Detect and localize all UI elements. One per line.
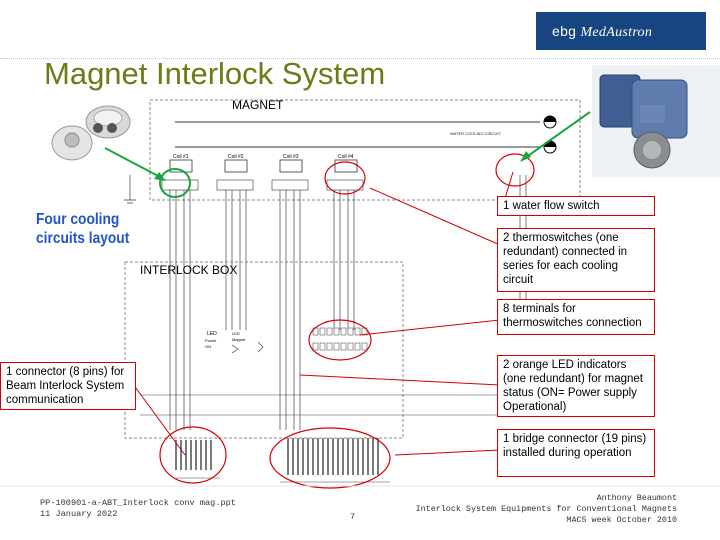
- svg-text:ON: ON: [205, 344, 211, 349]
- svg-text:WATER COOLING CIRCUIT: WATER COOLING CIRCUIT: [450, 131, 501, 136]
- company-logo: ebg MedAustron: [536, 12, 706, 50]
- callout-bridge: 1 bridge connector (19 pins) installed d…: [497, 429, 655, 477]
- footer-right: Anthony Beaumont Interlock System Equipm…: [416, 493, 677, 526]
- svg-text:Coil #4: Coil #4: [338, 154, 354, 160]
- footer-talk-title: Interlock System Equipments for Conventi…: [415, 504, 677, 514]
- svg-text:Coil #3: Coil #3: [283, 154, 299, 160]
- four-cooling-line2: circuits layout: [36, 230, 130, 247]
- flow-switch-photo: [592, 65, 720, 177]
- svg-text:Magnet: Magnet: [232, 337, 246, 342]
- slide-title: Magnet Interlock System: [44, 56, 386, 91]
- callout-led: 2 orange LED indicators (one redundant) …: [497, 355, 655, 417]
- footer-filename: PP-100901-a-ABT_Interlock conv mag.ppt: [40, 498, 236, 508]
- callout-connector: 1 connector (8 pins) for Beam Interlock …: [0, 362, 136, 410]
- footer-author: Anthony Beaumont: [596, 493, 677, 503]
- svg-text:Coil #2: Coil #2: [228, 154, 244, 160]
- page-number: 7: [350, 512, 356, 522]
- svg-text:LED: LED: [207, 331, 217, 337]
- callout-thermoswitches: 2 thermoswitches (one redundant) connect…: [497, 228, 655, 292]
- magnet-label: MAGNET: [232, 98, 284, 112]
- header-divider: [0, 58, 720, 60]
- thermoswitch-photo: [51, 105, 131, 161]
- four-cooling-line1: Four cooling: [36, 211, 120, 228]
- svg-text:Coil #1: Coil #1: [173, 154, 189, 160]
- footer-date: 11 January 2022: [40, 509, 118, 519]
- callout-water-flow: 1 water flow switch: [497, 196, 655, 216]
- svg-text:LED: LED: [232, 331, 240, 336]
- footer-left: PP-100901-a-ABT_Interlock conv mag.ppt 1…: [40, 498, 236, 520]
- interlock-box-label: INTERLOCK BOX: [140, 263, 238, 277]
- four-cooling-label: Four cooling circuits layout: [36, 210, 130, 248]
- svg-text:Power: Power: [205, 338, 217, 343]
- footer-event: MAC5 week October 2010: [566, 515, 677, 525]
- callout-terminals: 8 terminals for thermoswitches connectio…: [497, 299, 655, 335]
